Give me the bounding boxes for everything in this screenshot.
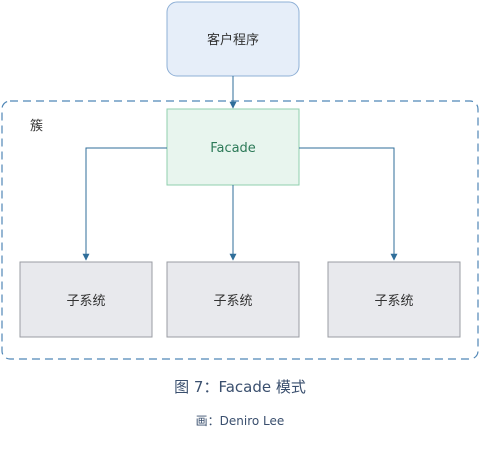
figure-caption: 图 7：Facade 模式 — [174, 378, 306, 396]
facade-node — [166, 108, 300, 186]
subsystem-label-1: 子系统 — [66, 294, 105, 309]
subsystem-label-3: 子系统 — [374, 294, 413, 309]
client-label: 客户程序 — [207, 32, 259, 48]
arrow-facade-to-subsystem-1 — [82, 147, 167, 261]
subsystem-node-1 — [19, 261, 153, 338]
cluster-label: 簇 — [30, 119, 43, 134]
facade-label: Facade — [210, 141, 256, 156]
figure-credit: 画：Deniro Lee — [195, 414, 285, 428]
subsystem-node-2 — [166, 261, 300, 338]
subsystem-node-3 — [327, 261, 461, 338]
cluster-boundary — [1, 100, 479, 360]
arrow-facade-to-subsystem-3 — [299, 147, 398, 261]
subsystem-label-2: 子系统 — [213, 294, 252, 309]
